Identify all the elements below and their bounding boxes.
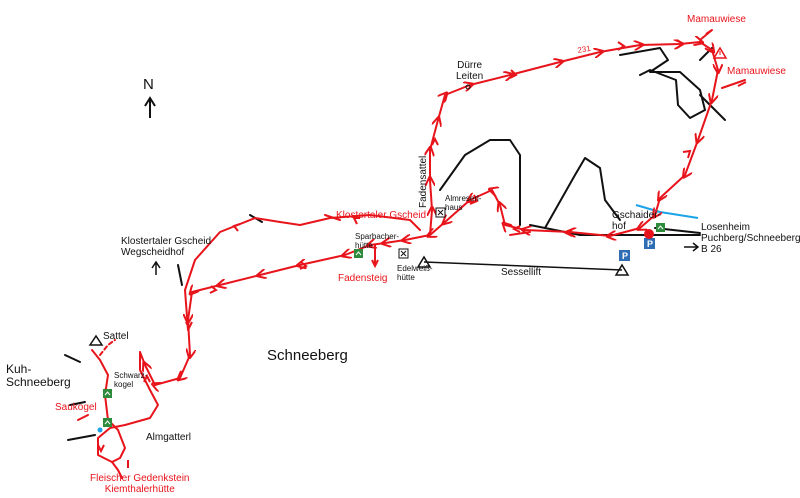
label-schneeberg: Schneeberg (267, 347, 348, 364)
hut-icon (103, 418, 112, 427)
label-klostertaler-gscheid-red: Klostertaler Gscheid (336, 210, 427, 221)
road-kuh-2 (67, 434, 96, 441)
warning-triangle-icon (712, 46, 728, 59)
svg-text:P: P (622, 251, 628, 261)
label-kuh-schneeberg: Kuh- Schneeberg (6, 362, 71, 389)
label-gschaiderhof: Gschaider- hof (612, 210, 661, 232)
label-almreserl: Almreserl- haus (445, 194, 482, 212)
hut-icon (354, 249, 363, 258)
road-east-loop (619, 47, 706, 119)
north-arrow-icon (144, 96, 156, 118)
route-klostertal-top (324, 214, 341, 221)
route-kuh-dash (99, 339, 116, 356)
parking-icon: P (644, 238, 655, 249)
label-losenheim: Losenheim Puchberg/Schneeberg B 26 (701, 222, 800, 255)
route-fleischer (111, 461, 123, 479)
road-kuh-3 (69, 401, 86, 406)
route-mamau-right (721, 79, 746, 89)
route-saukogel (77, 414, 89, 421)
losenheim-arrow-icon (684, 242, 700, 252)
road-gschaid-curve (439, 139, 521, 226)
crossed-cutlery-icon (398, 248, 409, 259)
water-point-icon (97, 427, 103, 433)
route-number: 231 (577, 44, 592, 55)
label-mamauwiese-top: Mamauwiese (687, 14, 746, 25)
route-lower-east (509, 231, 531, 236)
label-sparbacher: Sparbacher- hütte (355, 232, 400, 250)
svg-text:P: P (647, 239, 653, 249)
north-label: N (143, 76, 154, 93)
road-gschaid-curve-2 (544, 157, 621, 229)
label-almgatterl: Almgatterl (146, 432, 192, 443)
label-fadensattel: Fadensattel (418, 155, 429, 208)
hut-icon (656, 223, 665, 232)
junction-arrow-icon (151, 260, 161, 275)
hiking-route (77, 29, 746, 479)
label-saukogel: Saukogel (55, 402, 97, 413)
label-fleischer: Fleischer Gedenkstein Kiemthalerhütte (90, 473, 190, 495)
label-duerre-leiten: Dürre Leiten (456, 60, 484, 82)
label-edelweiss: Edelweiß- hütte (397, 264, 433, 282)
route-kuh-loop (91, 349, 159, 463)
label-fadensteig: Fadensteig (338, 273, 388, 284)
crossed-cutlery-icon (435, 207, 446, 218)
label-sattel: Sattel (103, 331, 129, 342)
label-mamauwiese-right: Mamauwiese (727, 66, 786, 77)
label-sessellift: Sessellift (501, 267, 542, 278)
road-kuh-1 (64, 354, 81, 363)
route-main (139, 42, 718, 385)
duerre-leiten-marker (465, 84, 471, 90)
road-gscheid-spur (177, 264, 183, 286)
start-point-icon (644, 229, 654, 239)
summit-triangle-icon (88, 334, 104, 346)
label-klostertaler-gscheid: Klostertaler Gscheid Wegscheidhof (121, 236, 212, 258)
label-schwarzkogel: Schwarz- kogel (114, 371, 148, 389)
route-west-loop (184, 214, 421, 331)
parking-icon: P (619, 250, 630, 261)
hut-icon (103, 389, 112, 398)
